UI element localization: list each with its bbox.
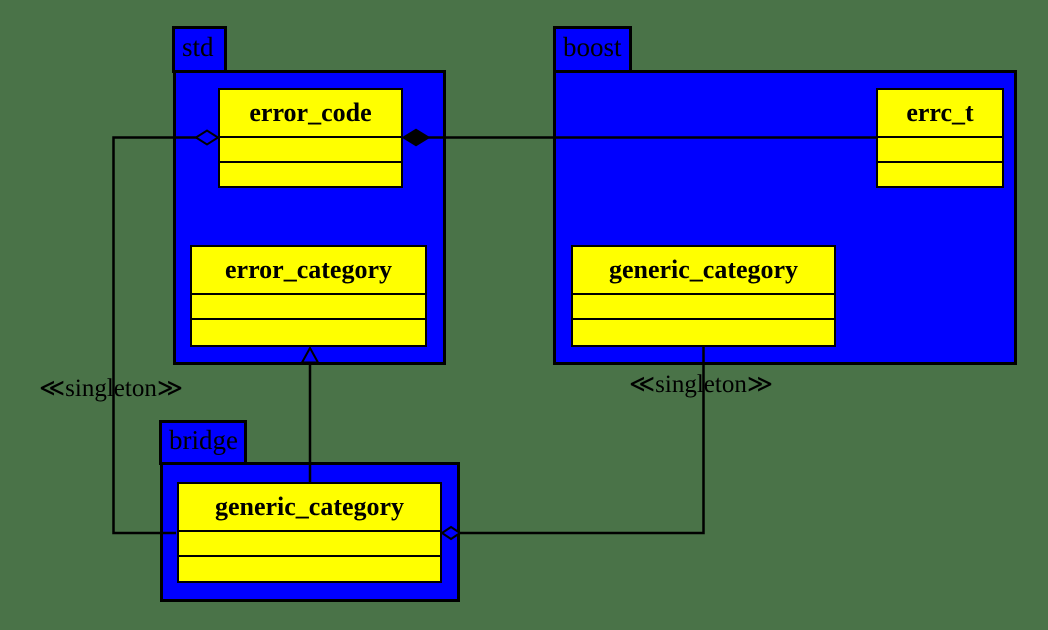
package-std-label: std [182, 31, 214, 62]
attributes-compartment [573, 293, 834, 318]
package-std-tab: std [172, 26, 227, 73]
class-bridge-generic-category: generic_category [177, 482, 442, 583]
class-title: error_category [225, 255, 392, 284]
class-std-error-code: error_code [218, 88, 403, 188]
class-boost-generic-category: generic_category [571, 245, 836, 347]
operations-compartment [878, 161, 1002, 186]
class-title: errc_t [906, 98, 974, 127]
class-boost-errc-t: errc_t [876, 88, 1004, 188]
class-title: generic_category [608, 255, 799, 284]
class-title: error_code [249, 98, 372, 127]
class-std-error-category: error_category [190, 245, 427, 347]
stereotype-singleton-right: ≪singleton≫ [628, 371, 774, 398]
attributes-compartment [220, 136, 401, 161]
package-bridge-label: bridge [169, 424, 238, 455]
package-boost-label: boost [563, 31, 622, 62]
operations-compartment [179, 555, 440, 581]
operations-compartment [220, 161, 401, 186]
attributes-compartment [179, 530, 440, 555]
package-bridge-tab: bridge [159, 420, 247, 465]
class-title: generic_category [214, 492, 405, 521]
package-boost-tab: boost [553, 26, 632, 73]
attributes-compartment [192, 293, 425, 318]
operations-compartment [192, 318, 425, 345]
stereotype-singleton-left: ≪singleton≫ [38, 375, 184, 402]
attributes-compartment [878, 136, 1002, 161]
operations-compartment [573, 318, 834, 345]
